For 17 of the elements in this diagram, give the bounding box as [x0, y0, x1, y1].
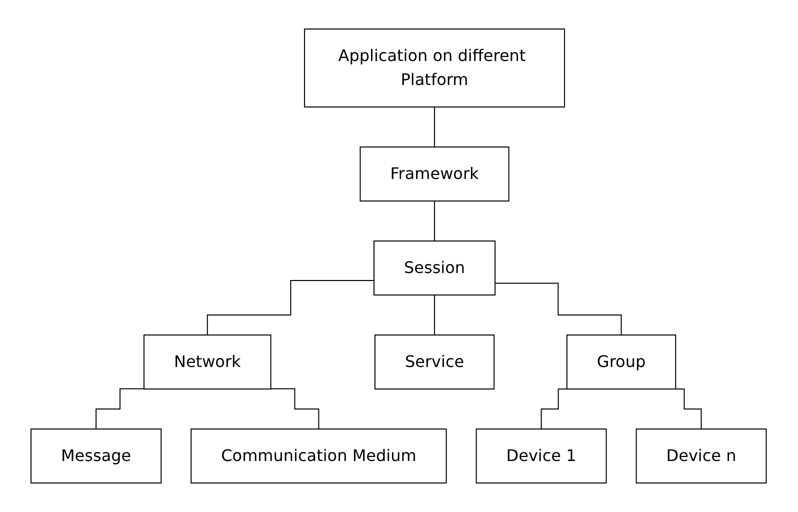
connector — [434, 106, 436, 148]
node-box: Device 1 — [476, 428, 608, 484]
connector — [434, 294, 436, 336]
connector — [434, 200, 436, 242]
connector — [270, 388, 320, 430]
connector — [96, 388, 145, 430]
node-box: Framework — [360, 146, 510, 202]
node-box: Communication Medium — [191, 428, 448, 484]
node-box: Device n — [636, 428, 768, 484]
node-box: Group — [566, 334, 676, 390]
connector — [494, 282, 622, 336]
node-box: Message — [30, 428, 162, 484]
node-box: Network — [144, 334, 272, 390]
node-box: Service — [374, 334, 495, 390]
connector — [207, 280, 375, 336]
node-box: Application on different Platform — [304, 28, 566, 108]
node-box: Session — [374, 240, 496, 296]
